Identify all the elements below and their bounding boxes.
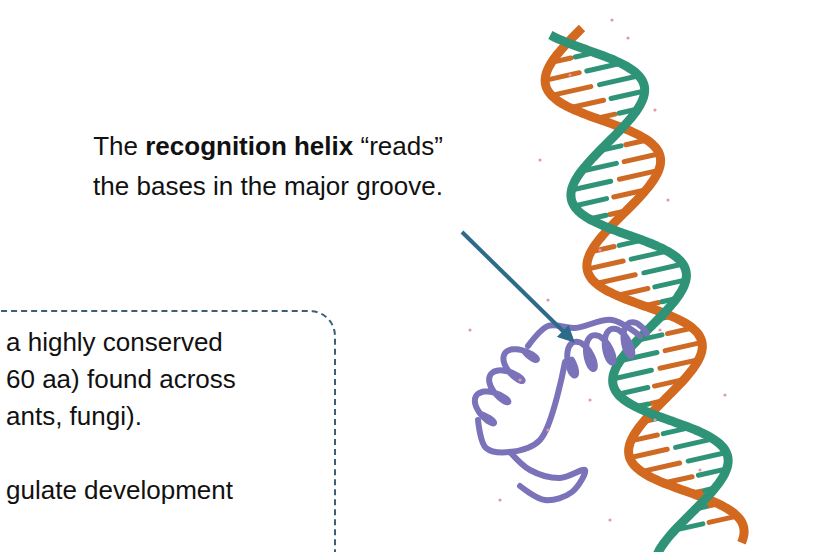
water-dot xyxy=(653,108,656,111)
water-dot xyxy=(588,398,591,401)
leader-arrow xyxy=(462,232,570,338)
note-box: a highly conserved 60 aa) found across a… xyxy=(0,310,336,552)
water-dot xyxy=(546,298,549,301)
base-pair xyxy=(552,76,639,96)
water-dot xyxy=(653,418,656,421)
protein-ribbon xyxy=(478,362,565,452)
water-dot xyxy=(666,198,669,201)
note-text: gulate development xyxy=(6,472,250,509)
protein-ribbon xyxy=(510,452,585,500)
homeodomain-protein xyxy=(475,320,647,500)
protein-ribbon xyxy=(528,320,640,346)
water-dot xyxy=(568,73,571,76)
water-dot xyxy=(468,328,471,331)
base-pair xyxy=(545,63,621,80)
water-dot xyxy=(658,328,661,331)
water-dots xyxy=(468,18,726,521)
protein-ribbon xyxy=(475,349,537,423)
water-dot xyxy=(698,468,701,471)
base-pair xyxy=(596,264,683,284)
water-dot xyxy=(546,428,549,431)
water-dot xyxy=(498,498,501,501)
water-dot xyxy=(608,518,611,521)
callout-label: The recognition helix “reads”the bases i… xyxy=(93,126,443,206)
note-text: a highly conserved 60 aa) found across a… xyxy=(6,324,250,435)
base-pair xyxy=(641,452,726,471)
water-dot xyxy=(610,18,613,21)
base-pair xyxy=(570,91,645,108)
water-dot xyxy=(538,158,541,161)
base-pair xyxy=(630,439,713,458)
water-dot xyxy=(598,248,601,251)
base-pair xyxy=(587,251,667,269)
water-dot xyxy=(723,393,726,396)
water-dot xyxy=(518,378,521,381)
water-dot xyxy=(626,36,629,39)
